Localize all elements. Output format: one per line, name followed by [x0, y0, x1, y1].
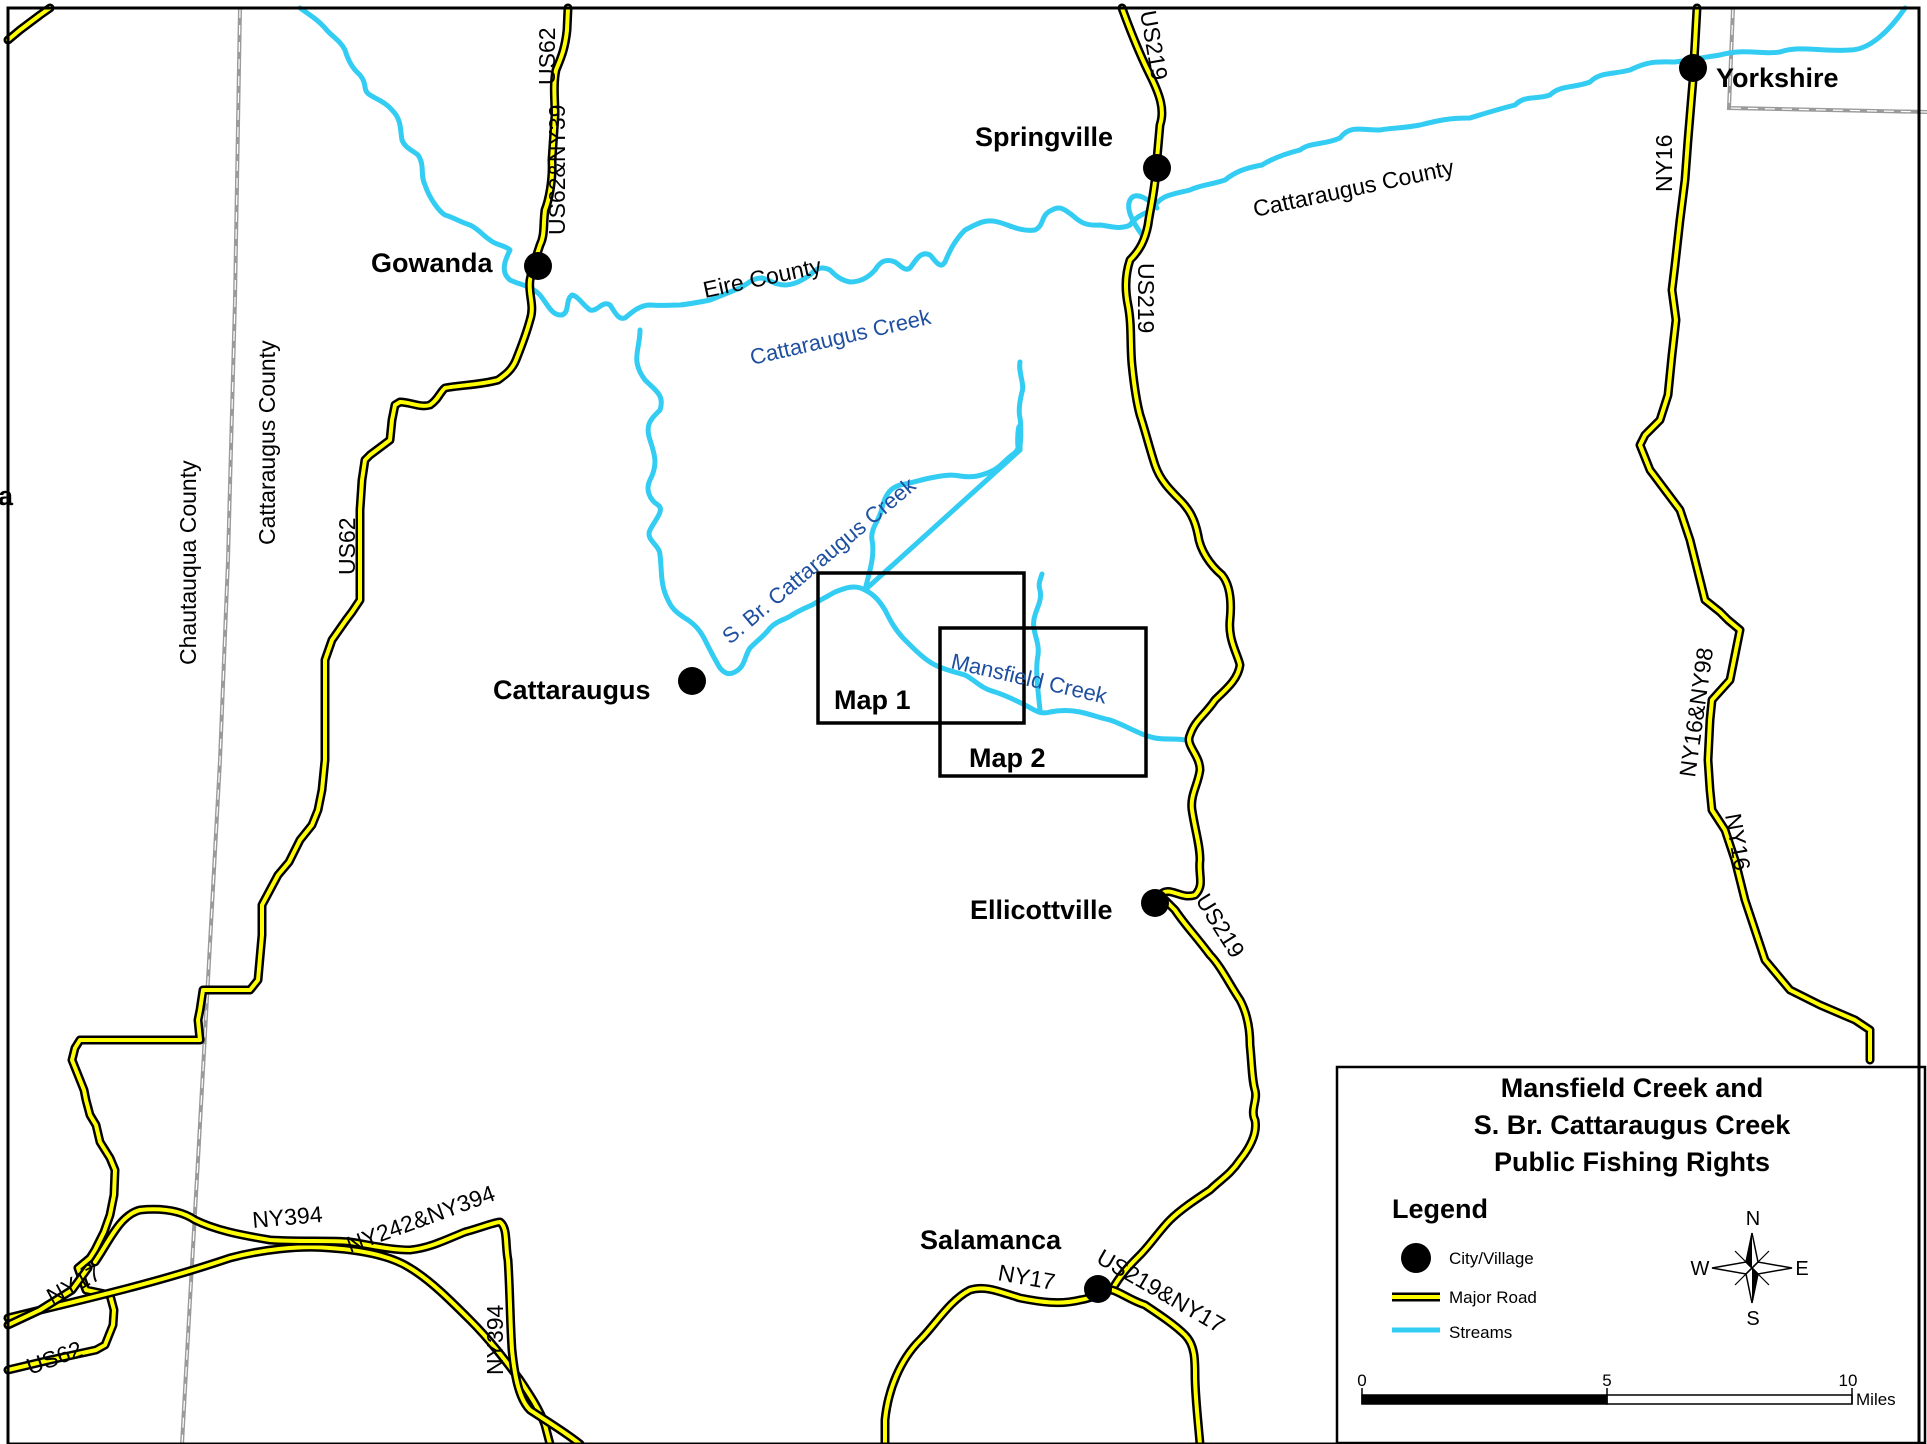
- road-label: US62: [334, 517, 360, 575]
- major-roads: [3, 3, 1875, 1444]
- city-dot-ellicottville[interactable]: [1141, 889, 1169, 917]
- city-dot-springville[interactable]: [1143, 154, 1171, 182]
- legend-panel: Mansfield Creek and S. Br. Cattaraugus C…: [1335, 1065, 1927, 1444]
- legend-city-label: City/Village: [1449, 1249, 1534, 1268]
- inset-map-frames: Map 1 Map 2: [816, 571, 1148, 778]
- legend-city-symbol: [1401, 1243, 1431, 1273]
- road-label: NY394: [482, 1304, 508, 1375]
- city-label-ellicottville: Ellicottville: [970, 895, 1113, 925]
- scale-tick-5: 5: [1602, 1371, 1611, 1390]
- road-label: US62&NY39: [544, 105, 570, 235]
- map-1-label: Map 1: [834, 685, 911, 715]
- legend-stream-label: Streams: [1449, 1323, 1512, 1342]
- legend-title-line-2: S. Br. Cattaraugus Creek: [1474, 1110, 1792, 1140]
- scale-unit: Miles: [1856, 1390, 1896, 1409]
- legend-title-line-1: Mansfield Creek and: [1501, 1073, 1764, 1103]
- map-frame: [6, 6, 1921, 1444]
- compass-south-label: S: [1746, 1308, 1759, 1330]
- scale-tick-0: 0: [1357, 1371, 1366, 1390]
- road-label: US219: [1133, 263, 1159, 333]
- city-label-salamanca: Salamanca: [920, 1225, 1062, 1255]
- legend-heading: Legend: [1392, 1194, 1488, 1224]
- city-dot-gowanda[interactable]: [524, 252, 552, 280]
- city-label-cattaraugus: Cattaraugus: [493, 675, 651, 705]
- cities: Yorkshire Springville Gowanda Cattaraugu…: [371, 54, 1839, 1303]
- legend-road-label: Major Road: [1449, 1288, 1537, 1307]
- county-label-chautauqua: Chautauqua County: [175, 460, 201, 665]
- county-label-cattaraugus-west: Cattaraugus County: [254, 340, 280, 545]
- map-1-frame[interactable]: [816, 571, 1026, 725]
- scale-bar: [1361, 1388, 1853, 1405]
- scale-tick-10: 10: [1839, 1371, 1858, 1390]
- compass-west-label: W: [1691, 1258, 1710, 1280]
- map-2-label: Map 2: [969, 743, 1046, 773]
- streams: [297, 5, 1908, 743]
- city-label-yorkshire: Yorkshire: [1716, 63, 1839, 93]
- compass-east-label: E: [1795, 1258, 1808, 1280]
- county-boundaries: [180, 7, 1927, 1444]
- road-label: NY394: [251, 1201, 324, 1233]
- city-label-springville: Springville: [975, 122, 1113, 152]
- city-dot-salamanca[interactable]: [1084, 1275, 1112, 1303]
- road-label: US62: [534, 27, 560, 85]
- compass-rose-icon: [1711, 1232, 1793, 1304]
- city-label-gowanda: Gowanda: [371, 248, 493, 278]
- road-label: NY16: [1651, 134, 1677, 192]
- city-dot-yorkshire[interactable]: [1679, 54, 1707, 82]
- legend-title-line-3: Public Fishing Rights: [1494, 1147, 1770, 1177]
- city-dot-cattaraugus[interactable]: [678, 667, 706, 695]
- map-2-frame[interactable]: [938, 626, 1148, 778]
- compass-north-label: N: [1746, 1208, 1760, 1230]
